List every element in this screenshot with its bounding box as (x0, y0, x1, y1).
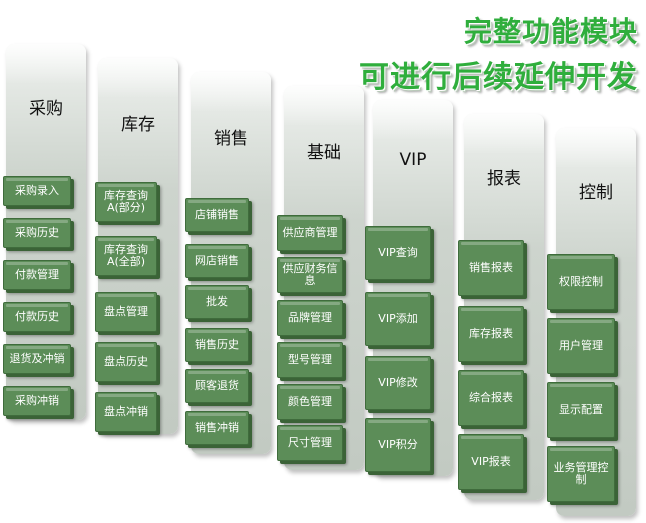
module-item[interactable]: 盘点历史 (95, 342, 157, 382)
headline-line-2: 可进行后续延伸开发 (359, 60, 638, 95)
module-item[interactable]: 库存报表 (458, 306, 524, 362)
module-title: 库存 (121, 115, 155, 135)
module-item[interactable]: 盘点管理 (95, 292, 157, 332)
module-item[interactable]: 销售报表 (458, 240, 524, 296)
module-title: 控制 (579, 183, 613, 203)
module-item[interactable]: 销售冲销 (185, 411, 249, 445)
module-item[interactable]: 网店销售 (185, 244, 249, 278)
module-column-vip: VIP (373, 100, 453, 476)
module-item[interactable]: 供应财务信息 (277, 257, 343, 293)
module-item[interactable]: 颜色管理 (277, 384, 343, 420)
module-title: 基础 (307, 143, 341, 163)
module-item[interactable]: VIP修改 (365, 356, 431, 410)
module-item[interactable]: 库存查询A(全部) (95, 236, 157, 276)
headline-line-1: 完整功能模块 (463, 15, 638, 48)
module-item[interactable]: 销售历史 (185, 328, 249, 362)
module-item[interactable]: 尺寸管理 (277, 425, 343, 461)
module-item[interactable]: 显示配置 (547, 382, 615, 438)
module-item[interactable]: 付款历史 (3, 302, 71, 332)
module-item[interactable]: 综合报表 (458, 370, 524, 426)
module-item[interactable]: 付款管理 (3, 260, 71, 290)
module-item[interactable]: 顾客退货 (185, 369, 249, 403)
module-title: 销售 (214, 129, 248, 149)
module-item[interactable]: 权限控制 (547, 254, 615, 310)
module-item[interactable]: VIP积分 (365, 418, 431, 472)
module-item[interactable]: VIP添加 (365, 292, 431, 346)
module-title: 报表 (487, 169, 521, 189)
module-item[interactable]: VIP报表 (458, 434, 524, 490)
module-item[interactable]: VIP查询 (365, 226, 431, 280)
module-item[interactable]: 批发 (185, 285, 249, 319)
module-item[interactable]: 盘点冲销 (95, 392, 157, 432)
module-title: VIP (399, 150, 427, 170)
module-item[interactable]: 型号管理 (277, 342, 343, 378)
module-title: 采购 (29, 99, 63, 119)
module-item[interactable]: 库存查询A(部分) (95, 182, 157, 222)
module-item[interactable]: 退货及冲销 (3, 344, 71, 374)
module-item[interactable]: 采购冲销 (3, 386, 71, 416)
module-item[interactable]: 店铺销售 (185, 198, 249, 232)
module-item[interactable]: 采购录入 (3, 176, 71, 206)
module-item[interactable]: 用户管理 (547, 318, 615, 374)
module-item[interactable]: 品牌管理 (277, 300, 343, 336)
module-item[interactable]: 供应商管理 (277, 215, 343, 251)
module-item[interactable]: 业务管理控制 (547, 446, 615, 502)
module-item[interactable]: 采购历史 (3, 218, 71, 248)
